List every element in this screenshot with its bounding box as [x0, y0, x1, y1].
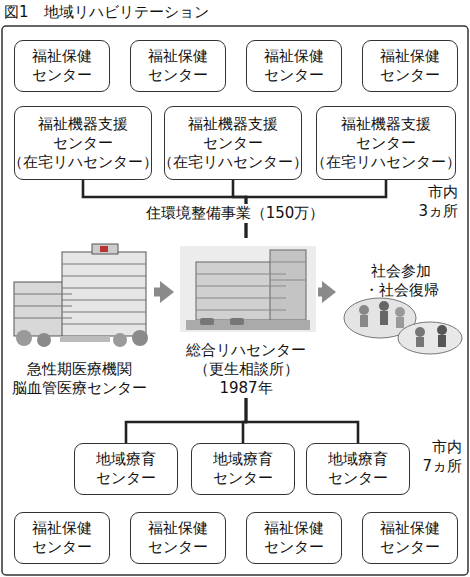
- text-line: センター: [158, 134, 308, 153]
- people-illustration: [344, 298, 462, 354]
- flow-arrow: [318, 288, 336, 297]
- count-label: 市内 7ヵ所: [410, 438, 462, 476]
- node-text: 福祉保健 センター: [148, 47, 208, 85]
- node-text: 地域療育 センター: [213, 450, 273, 488]
- center-box: 福祉保健 センター: [246, 512, 342, 564]
- text-line: 福祉機器支援: [311, 115, 461, 134]
- text-line: センター: [380, 538, 440, 557]
- center-box: 福祉保健 センター: [130, 512, 226, 564]
- text-line: 7ヵ所: [410, 457, 462, 476]
- node-text: 地域療育 センター: [96, 450, 156, 488]
- center-box: 福祉保健 センター: [130, 40, 226, 92]
- text-line: 1987年: [186, 379, 306, 398]
- text-line: 市内: [410, 438, 462, 457]
- text-line: 福祉保健: [380, 519, 440, 538]
- node-text: 福祉保健 センター: [380, 519, 440, 557]
- text-line: センター: [213, 469, 273, 488]
- text-line: 福祉保健: [148, 47, 208, 66]
- hospital-illustration: [14, 244, 148, 347]
- care-center-box: 地域療育 センター: [74, 443, 178, 495]
- node-text: 福祉機器支援 センター （在宅リハセンター）: [158, 115, 308, 172]
- center-box: 福祉保健 センター: [14, 40, 110, 92]
- text-line: センター: [380, 66, 440, 85]
- rehab-center-illustration: [180, 246, 316, 332]
- text-line: センター: [264, 538, 324, 557]
- count-label: 市内 3ヵ所: [396, 183, 458, 221]
- outer-frame: [2, 26, 468, 575]
- text-line: （在宅リハセンター）: [158, 153, 308, 172]
- text-line: センター: [148, 538, 208, 557]
- text-line: 福祉保健: [32, 519, 92, 538]
- center-box: 福祉保健 センター: [14, 512, 110, 564]
- text-line: （在宅リハセンター）: [8, 153, 158, 172]
- text-line: 福祉保健: [264, 519, 324, 538]
- text-line: （在宅リハセンター）: [311, 153, 461, 172]
- node-text: 社会参加 ・社会復帰: [364, 262, 439, 300]
- text-line: （更生相談所）: [186, 360, 306, 379]
- flow-arrow: [154, 288, 174, 297]
- support-center-box: 福祉機器支援 センター （在宅リハセンター）: [316, 106, 456, 180]
- text-line: 福祉保健: [380, 47, 440, 66]
- text-line: 市内: [396, 183, 458, 202]
- text-line: 図1 地域リハビリテーション: [4, 3, 209, 22]
- text-line: センター: [32, 538, 92, 557]
- text-line: 福祉機器支援: [158, 115, 308, 134]
- node-text: 地域療育 センター: [328, 450, 388, 488]
- social-node: 社会参加 ・社会復帰: [336, 262, 466, 354]
- node-text: 福祉保健 センター: [148, 519, 208, 557]
- text-line: 福祉保健: [32, 47, 92, 66]
- text-line: 地域療育: [213, 450, 273, 469]
- text-line: 3ヵ所: [396, 202, 458, 221]
- text-line: 福祉機器支援: [8, 115, 158, 134]
- text-line: 脳血管医療センター: [12, 379, 147, 398]
- node-text: 福祉機器支援 センター （在宅リハセンター）: [311, 115, 461, 172]
- text-line: センター: [311, 134, 461, 153]
- text-line: 住環境整備事業（150万）: [146, 204, 325, 223]
- node-text: 総合リハセンター （更生相談所） 1987年: [186, 341, 306, 398]
- center-box: 福祉保健 センター: [362, 512, 458, 564]
- text-line: ・社会復帰: [364, 281, 439, 300]
- text-line: 福祉保健: [264, 47, 324, 66]
- support-center-box: 福祉機器支援 センター （在宅リハセンター）: [14, 106, 152, 180]
- text-line: センター: [264, 66, 324, 85]
- branch-line: [126, 398, 246, 443]
- text-line: センター: [96, 469, 156, 488]
- hospital-node: 急性期医療機関 脳血管医療センター: [4, 240, 154, 398]
- node-text: 福祉保健 センター: [32, 47, 92, 85]
- center-box: 福祉保健 センター: [246, 40, 342, 92]
- care-center-box: 地域療育 センター: [191, 443, 295, 495]
- text-line: 急性期医療機関: [12, 360, 147, 379]
- node-text: 急性期医療機関 脳血管医療センター: [12, 360, 147, 398]
- project-label: 住環境整備事業（150万）: [143, 204, 328, 223]
- support-center-box: 福祉機器支援 センター （在宅リハセンター）: [164, 106, 302, 180]
- node-text: 福祉保健 センター: [264, 47, 324, 85]
- center-box: 福祉保健 センター: [362, 40, 458, 92]
- node-text: 福祉保健 センター: [32, 519, 92, 557]
- node-text: 福祉保健 センター: [264, 519, 324, 557]
- text-line: 地域療育: [328, 450, 388, 469]
- text-line: センター: [328, 469, 388, 488]
- text-line: センター: [32, 66, 92, 85]
- node-text: 福祉保健 センター: [380, 47, 440, 85]
- text-line: 福祉保健: [148, 519, 208, 538]
- figure-title: 図1 地域リハビリテーション: [4, 3, 209, 22]
- care-center-box: 地域療育 センター: [306, 443, 410, 495]
- text-line: 社会参加: [364, 262, 439, 281]
- text-line: 地域療育: [96, 450, 156, 469]
- node-text: 福祉機器支援 センター （在宅リハセンター）: [8, 115, 158, 172]
- text-line: 総合リハセンター: [186, 341, 306, 360]
- text-line: センター: [8, 134, 158, 153]
- rehab-center-node: 総合リハセンター （更生相談所） 1987年: [174, 238, 318, 398]
- text-line: センター: [148, 66, 208, 85]
- branch-line: [246, 398, 358, 443]
